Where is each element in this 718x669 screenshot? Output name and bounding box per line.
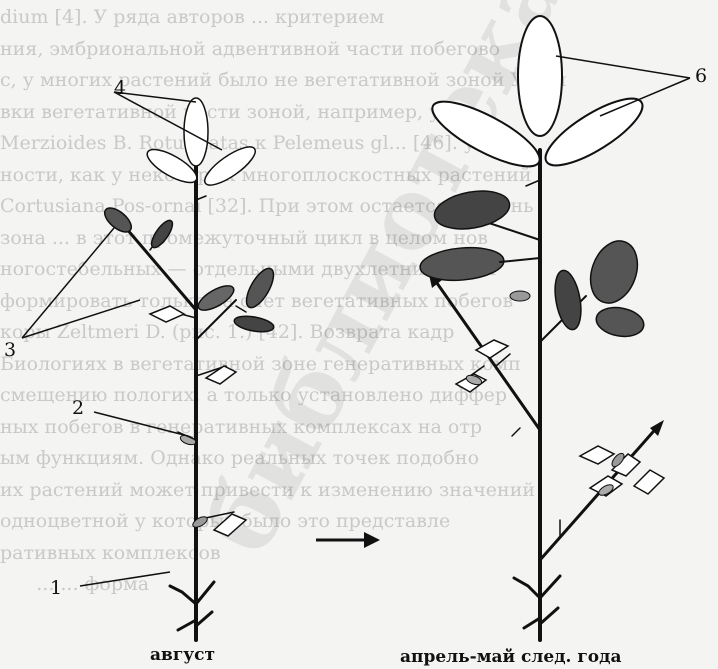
transition-arrow	[316, 532, 380, 548]
caption-august: август	[150, 645, 215, 665]
plant-april-may	[419, 16, 664, 640]
label-1: 1	[50, 577, 62, 599]
rhomb-leaf	[206, 366, 236, 384]
rhomb-leaf	[476, 340, 508, 358]
caption-april-may: апрель-май след. года	[400, 647, 621, 667]
label-3: 3	[4, 339, 16, 361]
plant-august	[101, 98, 279, 640]
rhomb-leaf	[580, 446, 614, 464]
rhomb-leaf	[150, 306, 184, 322]
rhomb-leaf	[634, 470, 664, 494]
label-4: 4	[114, 77, 126, 99]
label-2: 2	[72, 397, 84, 419]
label-6: 6	[695, 65, 707, 87]
